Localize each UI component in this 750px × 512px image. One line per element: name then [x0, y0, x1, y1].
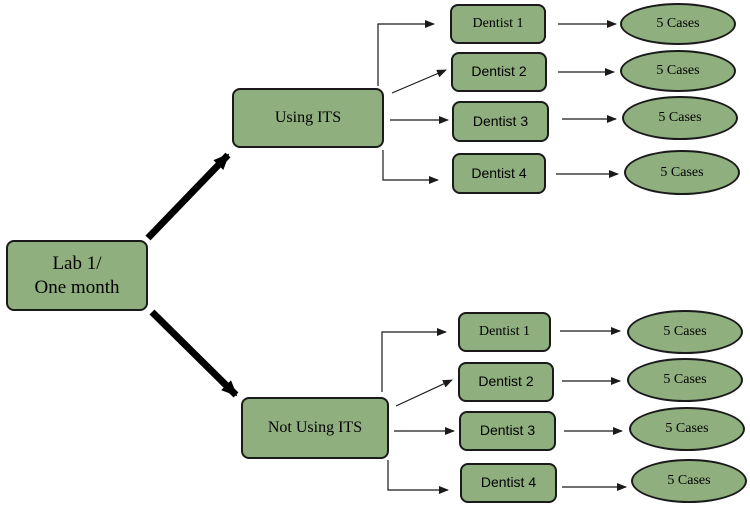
not-using-its-to-dentist4-arrow	[387, 460, 449, 494]
cases-ellipse-using-its-2: 5 Cases	[620, 50, 736, 92]
dentist-box-using-its-2: Dentist 2	[451, 52, 547, 92]
using-its-to-dentist4-arrow	[382, 150, 439, 184]
dentist-box-not-using-its-1: Dentist 1	[458, 312, 551, 352]
cases-ellipse-not-using-its-4: 5 Cases	[631, 459, 747, 503]
cases-ellipse-not-using-its-3: 5 Cases	[629, 407, 745, 451]
cases-ellipse-not-using-its-1: 5 Cases	[627, 310, 743, 354]
dentist-box-using-its-4: Dentist 4	[452, 153, 546, 194]
using-its-to-dentist1-arrow	[377, 20, 435, 86]
not-using-its-to-dentist1-arrow	[381, 328, 447, 392]
not-using-its-to-dentist2-arrow	[395, 379, 453, 407]
dentist-box-using-its-1: Dentist 1	[450, 4, 546, 44]
group-using-its: Using ITS	[232, 88, 384, 148]
dentist-box-not-using-its-4: Dentist 4	[460, 463, 557, 503]
group-not-using-its: Not Using ITS	[241, 397, 389, 459]
cases-ellipse-using-its-3: 5 Cases	[622, 96, 738, 140]
root-node: Lab 1/ One month	[6, 240, 148, 311]
dentist-box-using-its-3: Dentist 3	[452, 101, 549, 142]
dentist-box-not-using-its-3: Dentist 3	[459, 411, 556, 451]
root-to-using-its-arrow	[145, 152, 231, 241]
dentist-box-not-using-its-2: Dentist 2	[458, 362, 554, 402]
root-to-not-using-its-arrow	[149, 309, 239, 398]
cases-ellipse-not-using-its-2: 5 Cases	[627, 358, 743, 402]
cases-ellipse-using-its-1: 5 Cases	[620, 3, 736, 45]
cases-ellipse-using-its-4: 5 Cases	[624, 150, 740, 195]
using-its-to-dentist2-arrow	[391, 69, 447, 94]
